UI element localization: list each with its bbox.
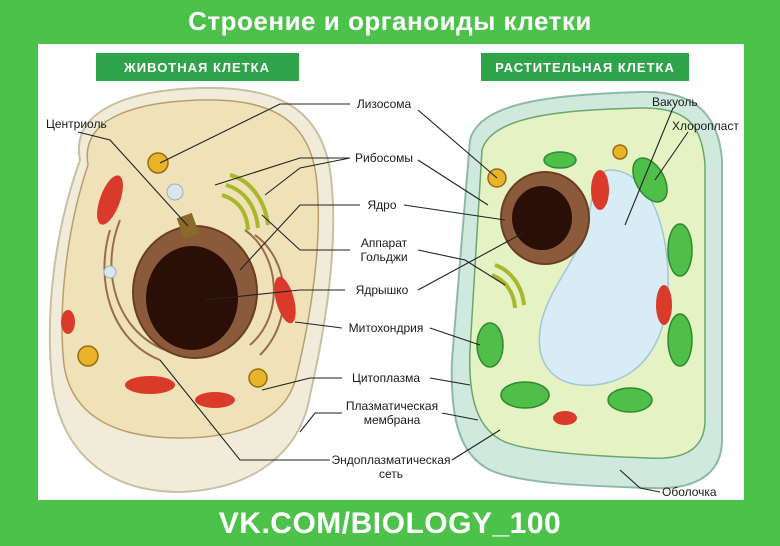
plant-chloroplast-3	[667, 313, 693, 367]
animal-er	[103, 219, 285, 361]
label-chloroplast: Хлоропласт	[672, 119, 739, 133]
plant-chloroplast-4	[476, 322, 504, 368]
label-mitochondria: Митохондрия	[349, 321, 424, 335]
label-membrane-line2: мембрана	[364, 413, 421, 427]
plant-chloroplast-6	[607, 387, 653, 413]
animal-lysosome-2	[77, 345, 99, 367]
plant-cell-badge-label: РАСТИТЕЛЬНАЯ КЛЕТКА	[495, 60, 675, 75]
label-ribosomes: Рибосомы	[355, 151, 413, 165]
plant-nucleolus	[512, 186, 572, 250]
labels: Центриоль Лизосома Рибосомы Ядро Аппарат…	[46, 95, 739, 499]
plant-mitochondrion-2	[656, 285, 672, 325]
label-nucleus: Ядро	[367, 198, 396, 212]
plant-chloroplast-2	[667, 223, 693, 277]
label-golgi-line1: Аппарат	[361, 236, 408, 250]
footer-link: VK.COM/BIOLOGY_100	[218, 507, 562, 540]
label-centriole: Центриоль	[46, 117, 107, 131]
animal-nucleolus	[146, 246, 238, 350]
plant-chloroplast-7	[543, 151, 577, 169]
label-cytoplasm: Цитоплазма	[352, 371, 420, 385]
animal-mitochondrion-3	[125, 376, 175, 394]
animal-cell-badge: ЖИВОТНАЯ КЛЕТКА	[94, 51, 301, 83]
plant-cell-badge: РАСТИТЕЛЬНАЯ КЛЕТКА	[479, 51, 691, 83]
label-vacuole: Вакуоль	[652, 95, 698, 109]
label-golgi-line2: Гольджи	[360, 250, 407, 264]
animal-mitochondrion	[97, 175, 123, 225]
animal-cell	[48, 86, 335, 494]
animal-mitochondrion-5	[61, 310, 75, 334]
plant-mitochondrion	[591, 170, 609, 210]
label-er-line1: Эндоплазматическая	[332, 453, 451, 467]
label-lysosome: Лизосома	[357, 97, 412, 111]
plant-chloroplast-5	[500, 381, 550, 409]
plant-mitochondrion-3	[553, 411, 577, 425]
animal-vesicle-2	[103, 265, 117, 279]
page-title: Строение и органоиды клетки	[188, 6, 592, 36]
label-membrane-line1: Плазматическая	[346, 399, 438, 413]
animal-mitochondrion-2	[274, 276, 296, 324]
label-nucleolus: Ядрышко	[356, 283, 409, 297]
plant-golgi	[491, 263, 526, 309]
animal-lysosome-3	[248, 368, 268, 388]
plant-chloroplast	[632, 157, 668, 203]
animal-mitochondrion-4	[195, 392, 235, 408]
label-cell-wall: Оболочка	[662, 485, 717, 499]
animal-golgi	[221, 173, 270, 231]
animal-vesicle	[166, 183, 184, 201]
label-er-line2: сеть	[379, 467, 403, 481]
plant-cell	[450, 90, 723, 490]
pointer-lines	[77, 103, 689, 493]
animal-cell-badge-label: ЖИВОТНАЯ КЛЕТКА	[123, 60, 270, 75]
animal-lysosome	[147, 152, 169, 174]
plant-lysosome-2	[612, 144, 628, 160]
